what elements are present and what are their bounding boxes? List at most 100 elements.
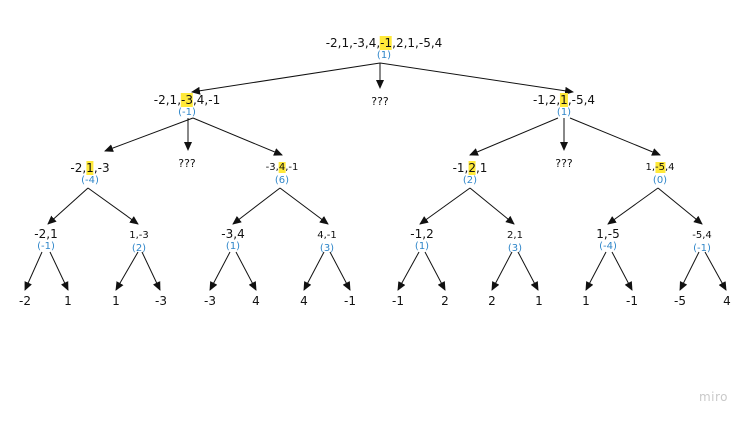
leaf-value: 1 bbox=[535, 294, 543, 308]
leaf-value: 1 bbox=[582, 294, 590, 308]
node-array: -5,4 bbox=[692, 230, 712, 241]
tree-arrow bbox=[104, 117, 194, 152]
root-node: -2,1,-3,4,-1,2,1,-5,4 (1) bbox=[325, 36, 443, 61]
node-array: 4,-1 bbox=[317, 230, 337, 241]
node-array: -2,1 bbox=[34, 227, 58, 241]
tree-arrow bbox=[209, 251, 231, 291]
pair-node: -2,1 (-1) bbox=[34, 227, 57, 252]
tree-arrow bbox=[424, 251, 446, 291]
pivot-highlight: 4 bbox=[278, 162, 286, 173]
pivot-highlight: -5 bbox=[655, 162, 665, 173]
node-ll: -2,1,-3 (-4) bbox=[70, 161, 110, 186]
node-right: -1,2,1,-5,4 (1) bbox=[533, 93, 595, 118]
node-sum: (2) bbox=[462, 175, 478, 186]
unknown-node: ??? bbox=[178, 157, 196, 170]
tree-arrow bbox=[611, 251, 633, 291]
pair-node: 1,-3 (2) bbox=[129, 229, 149, 254]
node-array: 1,-3 bbox=[129, 230, 149, 241]
node-sum: (3) bbox=[507, 243, 523, 254]
node-sum: (2) bbox=[131, 243, 147, 254]
leaf-value: 4 bbox=[300, 294, 308, 308]
node-lr: -3,4,-1 (6) bbox=[265, 161, 299, 186]
leaf-value: 1 bbox=[112, 294, 120, 308]
pair-node: 1,-5 (-4) bbox=[596, 227, 619, 252]
pair-node: -5,4 (-1) bbox=[692, 229, 712, 254]
unknown-node: ??? bbox=[371, 95, 389, 108]
leaf-value: -2 bbox=[19, 294, 31, 308]
node-sum: (1) bbox=[414, 241, 430, 252]
leaf-value: 1 bbox=[64, 294, 72, 308]
miro-logo: miro bbox=[698, 390, 728, 404]
tree-arrow bbox=[232, 187, 281, 225]
tree-arrow bbox=[87, 187, 139, 225]
leaf-value: 2 bbox=[441, 294, 449, 308]
node-array: -1,2,1 bbox=[452, 161, 488, 175]
unknown-node: ??? bbox=[555, 157, 573, 170]
leaf-value: 4 bbox=[723, 294, 731, 308]
tree-arrow bbox=[329, 251, 351, 291]
node-sum: (3) bbox=[319, 243, 335, 254]
tree-arrow bbox=[704, 251, 727, 291]
node-sum: (0) bbox=[652, 175, 668, 186]
node-sum: (-4) bbox=[599, 241, 617, 252]
pivot-highlight: -3 bbox=[181, 93, 193, 107]
node-sum: (1) bbox=[376, 50, 392, 61]
leaf-value: -1 bbox=[344, 294, 356, 308]
pair-node: 4,-1 (3) bbox=[317, 229, 337, 254]
tree-arrow bbox=[279, 187, 329, 225]
tree-arrow bbox=[569, 117, 661, 156]
tree-arrow bbox=[379, 62, 574, 95]
leaf-value: 2 bbox=[488, 294, 496, 308]
tree-arrow bbox=[491, 251, 513, 291]
leaf-value: -5 bbox=[674, 294, 686, 308]
tree-arrow bbox=[517, 251, 539, 291]
tree-arrow bbox=[141, 251, 161, 291]
node-sum: (-4) bbox=[81, 175, 99, 186]
pivot-highlight: 2 bbox=[468, 161, 476, 175]
node-array: 1,-5 bbox=[596, 227, 620, 241]
tree-arrow bbox=[192, 117, 283, 156]
tree-arrow bbox=[49, 251, 69, 291]
node-array: 1,-5,4 bbox=[645, 162, 675, 173]
pivot-highlight: -1 bbox=[380, 36, 393, 50]
node-sum: (1) bbox=[225, 241, 241, 252]
node-rr: 1,-5,4 (0) bbox=[645, 161, 675, 186]
node-array: -3,4 bbox=[221, 227, 245, 241]
leaf-value: -3 bbox=[155, 294, 167, 308]
pivot-highlight: 1 bbox=[560, 93, 568, 107]
tree-arrow bbox=[397, 251, 420, 291]
tree-arrow bbox=[115, 251, 139, 291]
node-array: -2,1,-3,4,-1 bbox=[153, 93, 221, 107]
node-sum: (1) bbox=[556, 107, 572, 118]
node-array: -2,1,-3,4,-1,2,1,-5,4 bbox=[325, 36, 443, 50]
tree-arrow bbox=[47, 187, 89, 225]
tree-arrow bbox=[24, 251, 43, 291]
leaf-value: -1 bbox=[626, 294, 638, 308]
pair-node: 2,1 (3) bbox=[507, 229, 523, 254]
node-array: -3,4,-1 bbox=[265, 162, 299, 173]
tree-arrow bbox=[679, 251, 700, 291]
node-rl: -1,2,1 (2) bbox=[452, 161, 488, 186]
tree-arrow bbox=[585, 251, 607, 291]
tree-arrow bbox=[657, 187, 703, 225]
leaf-value: 4 bbox=[252, 294, 260, 308]
tree-arrow bbox=[469, 187, 515, 225]
node-array: -2,1,-3 bbox=[70, 161, 110, 175]
pair-node: -3,4 (1) bbox=[221, 227, 244, 252]
node-sum: (6) bbox=[274, 175, 290, 186]
tree-arrow bbox=[607, 187, 659, 225]
node-array: -1,2 bbox=[410, 227, 434, 241]
node-sum: (-1) bbox=[178, 107, 196, 118]
node-array: -1,2,1,-5,4 bbox=[532, 93, 596, 107]
pivot-highlight: 1 bbox=[86, 161, 94, 175]
tree-arrow bbox=[469, 117, 559, 156]
node-sum: (-1) bbox=[693, 243, 711, 254]
pair-node: -1,2 (1) bbox=[410, 227, 433, 252]
tree-arrow bbox=[235, 251, 257, 291]
tree-arrow bbox=[191, 62, 381, 95]
node-left: -2,1,-3,4,-1 (-1) bbox=[154, 93, 220, 118]
leaf-value: -3 bbox=[204, 294, 216, 308]
leaf-value: -1 bbox=[392, 294, 404, 308]
